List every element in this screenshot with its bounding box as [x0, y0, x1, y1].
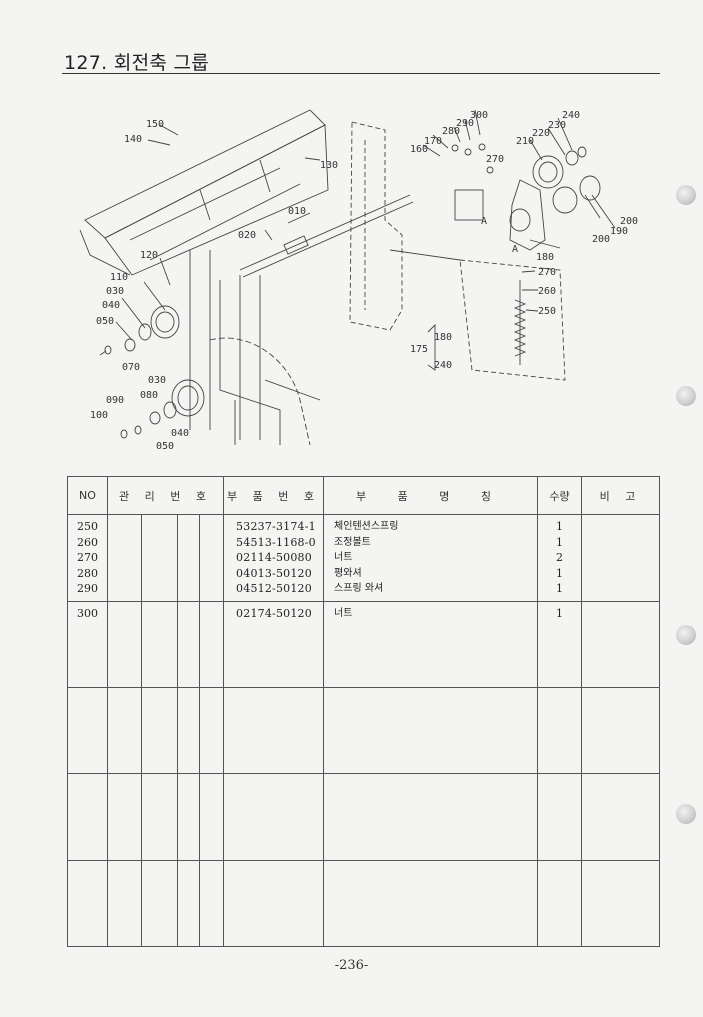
table-row-group-empty — [67, 860, 661, 947]
callout-label: 290 — [456, 118, 474, 129]
callout-label: 175 — [410, 344, 428, 355]
callout-label: 160 — [410, 144, 428, 155]
callout-label: 150 — [146, 119, 164, 130]
callout-label: 190 — [610, 226, 628, 237]
row-part-number: 54513-1168-0 — [236, 535, 316, 549]
callout-label: 090 — [106, 395, 124, 406]
row-part-number: 02114-50080 — [236, 551, 312, 564]
row-no: 250 — [77, 520, 98, 533]
header-remarks: 비 고 — [581, 476, 661, 515]
parts-table: NO 관 리 번 호 부 품 번 호 부 품 명 칭 수량 비 고 250 26… — [67, 476, 661, 947]
callout-label: 180 — [434, 332, 452, 343]
row-part-name: 체인텐션스프링 — [334, 521, 399, 532]
callout-label: 130 — [320, 160, 338, 171]
callout-label: 140 — [124, 134, 142, 145]
row-part-name: 평와셔 — [334, 567, 362, 579]
callout-label: 300 — [470, 110, 488, 121]
callout-label: 200 — [620, 216, 638, 227]
row-quantity: 1 — [556, 566, 564, 580]
row-no: 290 — [77, 582, 98, 595]
title-underline — [62, 73, 660, 74]
callout-label: 270 — [486, 154, 504, 165]
row-quantity: 1 — [556, 607, 564, 620]
table-row-group: 250 260 270 280 290 53237-3174-1 54513-1… — [67, 514, 661, 602]
row-part-number: 53237-3174-1 — [236, 520, 316, 533]
callout-label: 010 — [288, 206, 306, 217]
header-part-number: 부 품 번 호 — [223, 476, 325, 515]
row-quantity: 1 — [556, 520, 564, 533]
row-part-number: 04512-50120 — [236, 582, 312, 595]
row-quantity: 1 — [556, 535, 564, 549]
callout-label: 260 — [538, 286, 556, 297]
punch-hole-icon — [676, 625, 696, 645]
callout-label: 120 — [140, 250, 158, 261]
punch-hole-icon — [676, 386, 696, 406]
table-row-group-empty — [67, 773, 661, 861]
callout-label: 280 — [442, 126, 460, 137]
callout-label: A — [512, 244, 518, 255]
row-part-name: 너트 — [334, 552, 353, 563]
row-part-number: 02174-50120 — [236, 607, 312, 620]
callout-label: 080 — [140, 390, 158, 401]
callout-label: 030 — [106, 286, 124, 297]
callout-label: 240 — [562, 110, 580, 121]
callout-label: 180 — [536, 252, 554, 263]
callout-label: 020 — [238, 230, 256, 241]
row-part-number: 04013-50120 — [236, 566, 312, 580]
callout-label: 240 — [434, 360, 452, 371]
callout-label: 170 — [424, 136, 442, 147]
exploded-parts-diagram: 150 140 130 010 020 120 110 030 040 050 … — [79, 109, 638, 452]
callout-label: 210 — [516, 136, 534, 147]
row-part-name: 스프링 와셔 — [334, 583, 384, 594]
row-no: 280 — [77, 566, 98, 580]
header-management-number: 관 리 번 호 — [106, 476, 225, 515]
header-quantity: 수량 — [537, 476, 583, 515]
row-no: 300 — [77, 607, 98, 620]
row-no: 270 — [77, 551, 98, 564]
row-quantity: 1 — [556, 582, 564, 595]
callout-label: 040 — [171, 428, 189, 439]
callout-label: 030 — [148, 375, 166, 386]
row-no: 260 — [77, 535, 98, 549]
header-part-name: 부 품 명 칭 — [323, 476, 539, 515]
punch-hole-icon — [676, 804, 696, 824]
callout-label: 200 — [592, 234, 610, 245]
table-row-group-empty — [67, 687, 661, 774]
callout-label: 250 — [538, 306, 556, 317]
callout-label: 070 — [122, 362, 140, 373]
callout-label: 050 — [156, 441, 174, 452]
callout-label: 110 — [110, 272, 128, 283]
callout-label: 220 — [532, 128, 550, 139]
callout-label: 230 — [548, 120, 566, 131]
callout-label: 100 — [90, 410, 108, 421]
row-part-name: 조정볼트 — [334, 536, 371, 548]
punch-hole-icon — [676, 185, 696, 205]
header-no: NO — [67, 476, 108, 515]
callout-label: A — [481, 216, 487, 227]
row-part-name: 너트 — [334, 608, 353, 619]
table-row-group: 300 02174-50120 너트 1 — [67, 601, 661, 688]
callout-label: 040 — [102, 300, 120, 311]
page-title: 127. 회전축 그룹 — [64, 52, 210, 74]
page-number: -236- — [334, 958, 369, 973]
callout-label: 270 — [538, 267, 556, 278]
callout-label: 050 — [96, 316, 114, 327]
row-quantity: 2 — [556, 551, 564, 564]
table-header-row: NO 관 리 번 호 부 품 번 호 부 품 명 칭 수량 비 고 — [67, 476, 661, 515]
